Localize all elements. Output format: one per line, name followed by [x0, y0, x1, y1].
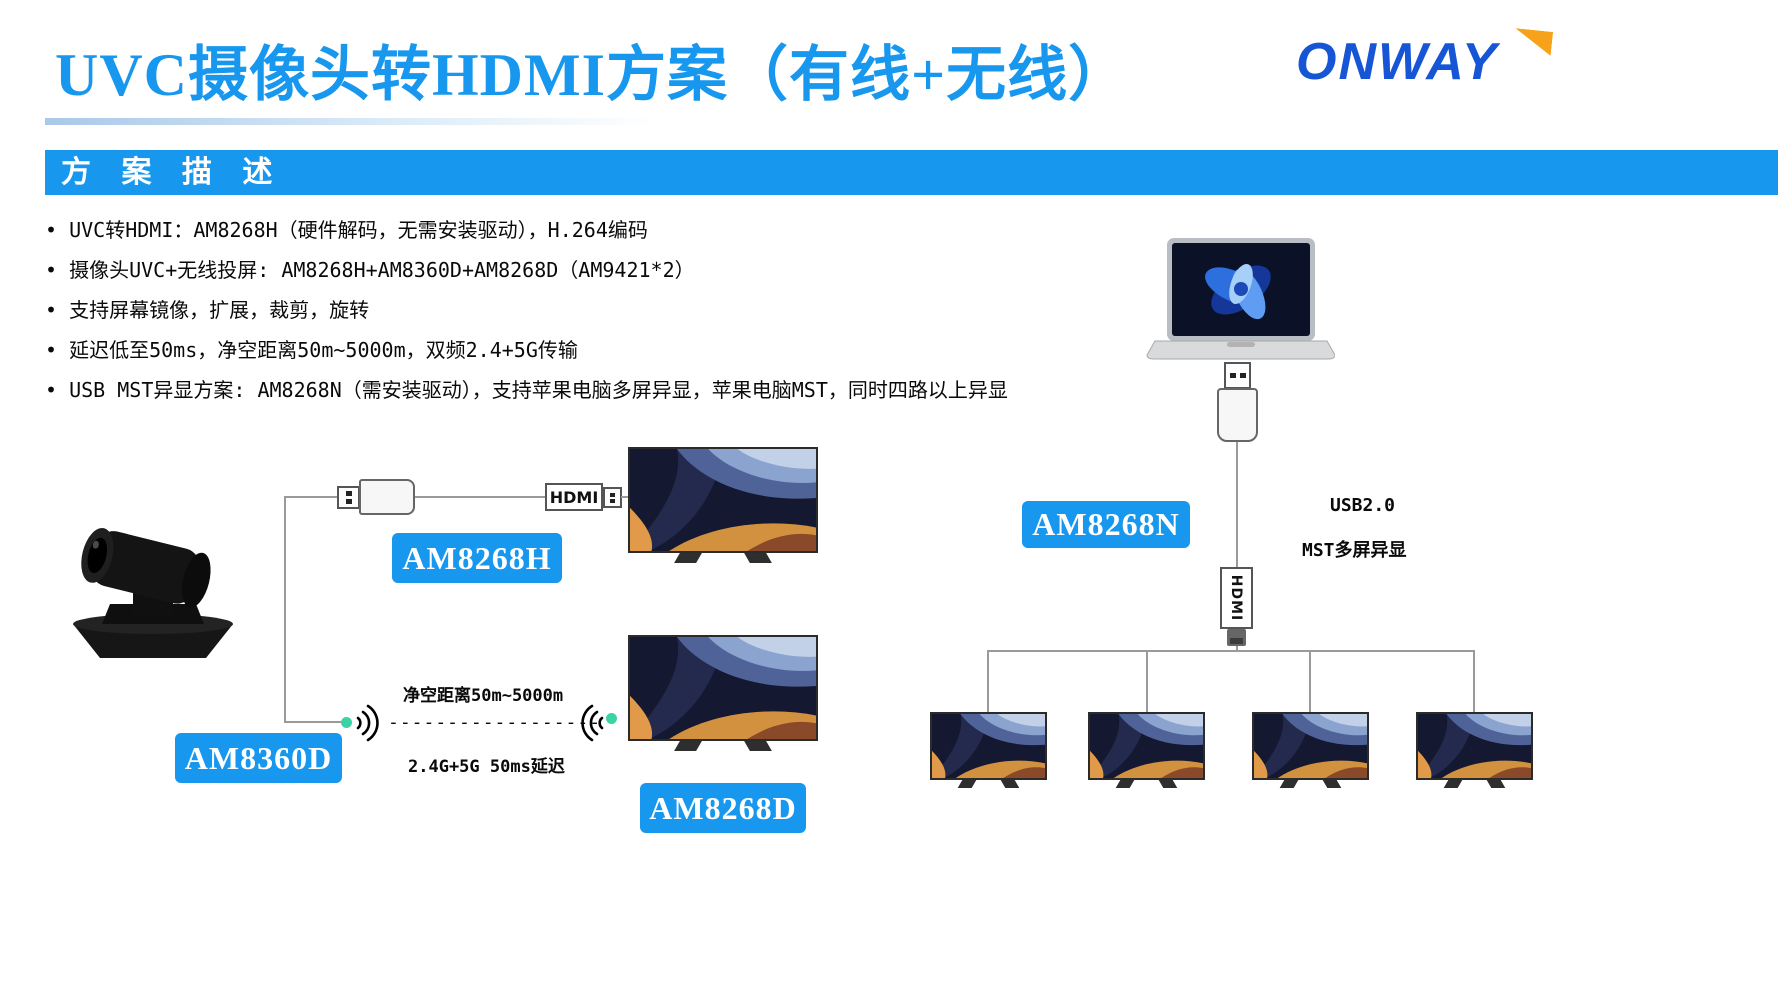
wifi-signal-icon: [581, 704, 604, 742]
laptop-illustration: [1146, 238, 1335, 360]
cable-line: [415, 496, 545, 498]
branch-drop-line: [1473, 650, 1475, 712]
tv-stand: [628, 741, 818, 751]
logo-triangle-icon: [1513, 28, 1553, 56]
usb-version-note: USB2.0: [1330, 495, 1396, 516]
hdmi-plug-label: HDMI: [1228, 574, 1245, 622]
tv-screen: [628, 635, 818, 741]
branch-drop-line: [1309, 650, 1311, 712]
bullet-item: 摄像头UVC+无线投屏: AM8268H+AM8360D+AM8268D（AM9…: [45, 258, 1008, 282]
usb-plug-icon: [1224, 362, 1251, 389]
logo-text: ONWAY: [1296, 33, 1499, 91]
latency-note: 2.4G+5G 50ms延迟: [408, 757, 565, 777]
tv-stand: [1416, 780, 1533, 788]
hdmi-plug-body: HDMI: [1220, 567, 1253, 629]
tv-display-wireless: [628, 635, 818, 751]
tv-display-wired: [628, 447, 818, 563]
tv-screen: [930, 712, 1047, 780]
tv-display-mst-3: [1252, 712, 1369, 788]
bullet-item: UVC转HDMI：AM8268H（硬件解码，无需安装驱动），H.264编码: [45, 218, 1008, 242]
wifi-signal-icon: [356, 704, 379, 742]
wireless-receiver-dot: [606, 713, 617, 724]
branch-drop-line: [1146, 650, 1148, 712]
am8268n-label: AM8268N: [1022, 501, 1190, 548]
tv-screen: [1088, 712, 1205, 780]
branch-line: [987, 650, 1475, 652]
distance-note: 净空距离50m~5000m: [403, 686, 564, 706]
am8268h-label: AM8268H: [392, 533, 562, 583]
am8360d-label: AM8360D: [175, 733, 342, 783]
connector-line: [284, 721, 342, 723]
usb-dongle-body: [1217, 388, 1258, 442]
connector-line: [284, 497, 286, 723]
tv-display-mst-2: [1088, 712, 1205, 788]
hdmi-connector-icon: [1227, 629, 1246, 646]
page-title: UVC摄像头转HDMI方案（有线+无线）: [55, 42, 1130, 108]
tv-stand: [930, 780, 1047, 788]
mst-note: MST多屏异显: [1302, 540, 1407, 561]
feature-bullet-list: UVC转HDMI：AM8268H（硬件解码，无需安装驱动），H.264编码 摄像…: [45, 218, 1008, 418]
usb-converter-body: [359, 479, 415, 515]
branch-drop-line: [987, 650, 989, 712]
tv-screen: [628, 447, 818, 553]
hdmi-port-label: HDMI: [545, 483, 603, 511]
tv-stand: [1252, 780, 1369, 788]
tv-display-mst-1: [930, 712, 1047, 788]
wireless-dashed-link: ------------------: [388, 712, 602, 733]
tv-stand: [1088, 780, 1205, 788]
bullet-item: USB MST异显方案: AM8268N（需安装驱动），支持苹果电脑多屏异显，苹…: [45, 378, 1008, 402]
tv-stand: [628, 553, 818, 563]
tv-display-mst-4: [1416, 712, 1533, 788]
hdmi-plug-icon: [603, 487, 622, 508]
bullet-item: 延迟低至50ms，净空距离50m~5000m，双频2.4+5G传输: [45, 338, 1008, 362]
tv-screen: [1252, 712, 1369, 780]
connector-line: [1236, 646, 1238, 652]
connector-line: [621, 496, 629, 498]
wireless-transmitter-dot: [341, 717, 352, 728]
title-underline: [45, 118, 655, 125]
am8268d-label: AM8268D: [640, 783, 806, 833]
usb-plug-icon: [337, 486, 360, 509]
tv-screen: [1416, 712, 1533, 780]
bullet-item: 支持屏幕镜像，扩展，裁剪，旋转: [45, 298, 1008, 322]
section-header: 方 案 描 述: [45, 150, 1778, 195]
cable-line: [1236, 442, 1238, 568]
onway-logo: ONWAY: [1296, 32, 1546, 92]
ptz-camera-illustration: [73, 527, 233, 658]
connector-line: [284, 496, 337, 498]
